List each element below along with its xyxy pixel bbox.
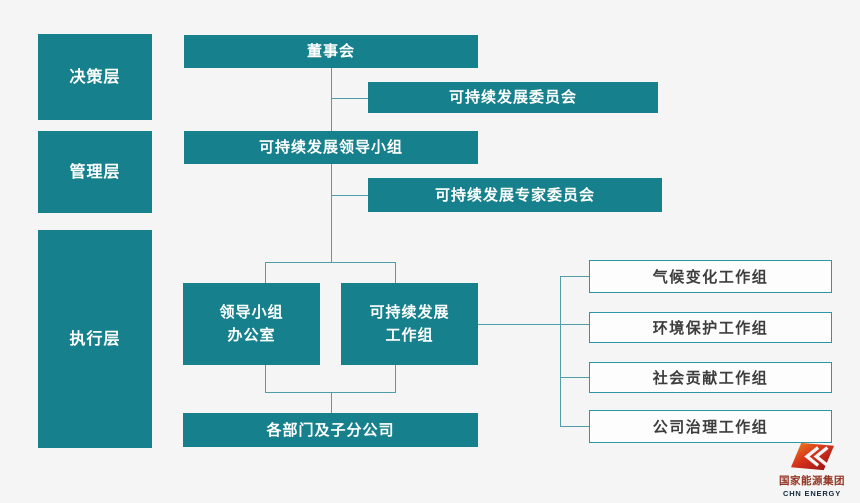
- logo-name-english: CHN ENERGY: [782, 489, 841, 498]
- connector-working-group-right: [478, 324, 589, 325]
- connector-merge-bottom: [265, 392, 396, 393]
- connector-stub-governance: [560, 426, 589, 427]
- layer-label-decision: 决策层: [69, 68, 121, 86]
- node-sd-committee: 可持续发展委员会: [368, 82, 658, 113]
- node-social-working-group: 社会贡献工作组: [589, 362, 832, 393]
- connector-working-group-down: [395, 365, 396, 393]
- connector-drop-office: [265, 262, 266, 283]
- node-sd-leading-group: 可持续发展领导小组: [184, 131, 478, 164]
- connector-board-to-leading-group: [331, 68, 332, 131]
- connector-branch-sd-committee: [331, 98, 368, 99]
- connector-leading-group-down: [331, 164, 332, 262]
- node-leading-group-office-line1: 领导小组: [219, 304, 284, 321]
- node-sd-leading-group-label: 可持续发展领导小组: [258, 139, 403, 156]
- layer-box-management: 管理层: [38, 131, 152, 213]
- layer-label-management: 管理层: [69, 163, 121, 181]
- connector-stub-social: [560, 377, 589, 378]
- node-sd-expert-committee-label: 可持续发展专家委员会: [434, 186, 595, 204]
- node-social-working-group-label: 社会贡献工作组: [652, 370, 769, 387]
- layer-box-execution: 执行层: [38, 230, 152, 448]
- connector-office-down: [265, 365, 266, 393]
- connector-right-trunk: [560, 276, 561, 427]
- connector-branch-expert-committee: [331, 195, 368, 196]
- node-departments-label: 各部门及子分公司: [266, 421, 395, 439]
- layer-label-execution: 执行层: [69, 330, 121, 348]
- node-climate-working-group-label: 气候变化工作组: [652, 269, 769, 286]
- node-departments: 各部门及子分公司: [183, 413, 478, 447]
- node-sd-committee-label: 可持续发展委员会: [448, 89, 577, 106]
- logo-name-chinese: 国家能源集团: [779, 475, 845, 487]
- node-leading-group-office: 领导小组 办公室: [183, 283, 320, 365]
- company-logo: 国家能源集团 CHN ENERGY: [774, 442, 850, 498]
- node-board-label: 董事会: [306, 43, 355, 60]
- node-environment-working-group-label: 环境保护工作组: [652, 320, 769, 337]
- node-sd-expert-committee: 可持续发展专家委员会: [368, 178, 662, 212]
- layer-box-decision: 决策层: [38, 34, 152, 120]
- node-sd-working-group-line2: 工作组: [385, 327, 434, 344]
- connector-split-top: [265, 262, 396, 263]
- node-governance-working-group: 公司治理工作组: [589, 410, 832, 443]
- node-governance-working-group-label: 公司治理工作组: [652, 419, 769, 436]
- node-sd-working-group: 可持续发展 工作组: [341, 283, 478, 365]
- node-leading-group-office-line2: 办公室: [227, 327, 276, 344]
- connector-stub-climate: [560, 276, 589, 277]
- node-climate-working-group: 气候变化工作组: [589, 260, 832, 293]
- connector-drop-working-group: [395, 262, 396, 283]
- chn-energy-logo-icon: [790, 442, 834, 471]
- node-board: 董事会: [184, 35, 478, 68]
- node-sd-working-group-line1: 可持续发展: [369, 304, 450, 321]
- connector-to-departments: [331, 392, 332, 413]
- node-environment-working-group: 环境保护工作组: [589, 312, 832, 343]
